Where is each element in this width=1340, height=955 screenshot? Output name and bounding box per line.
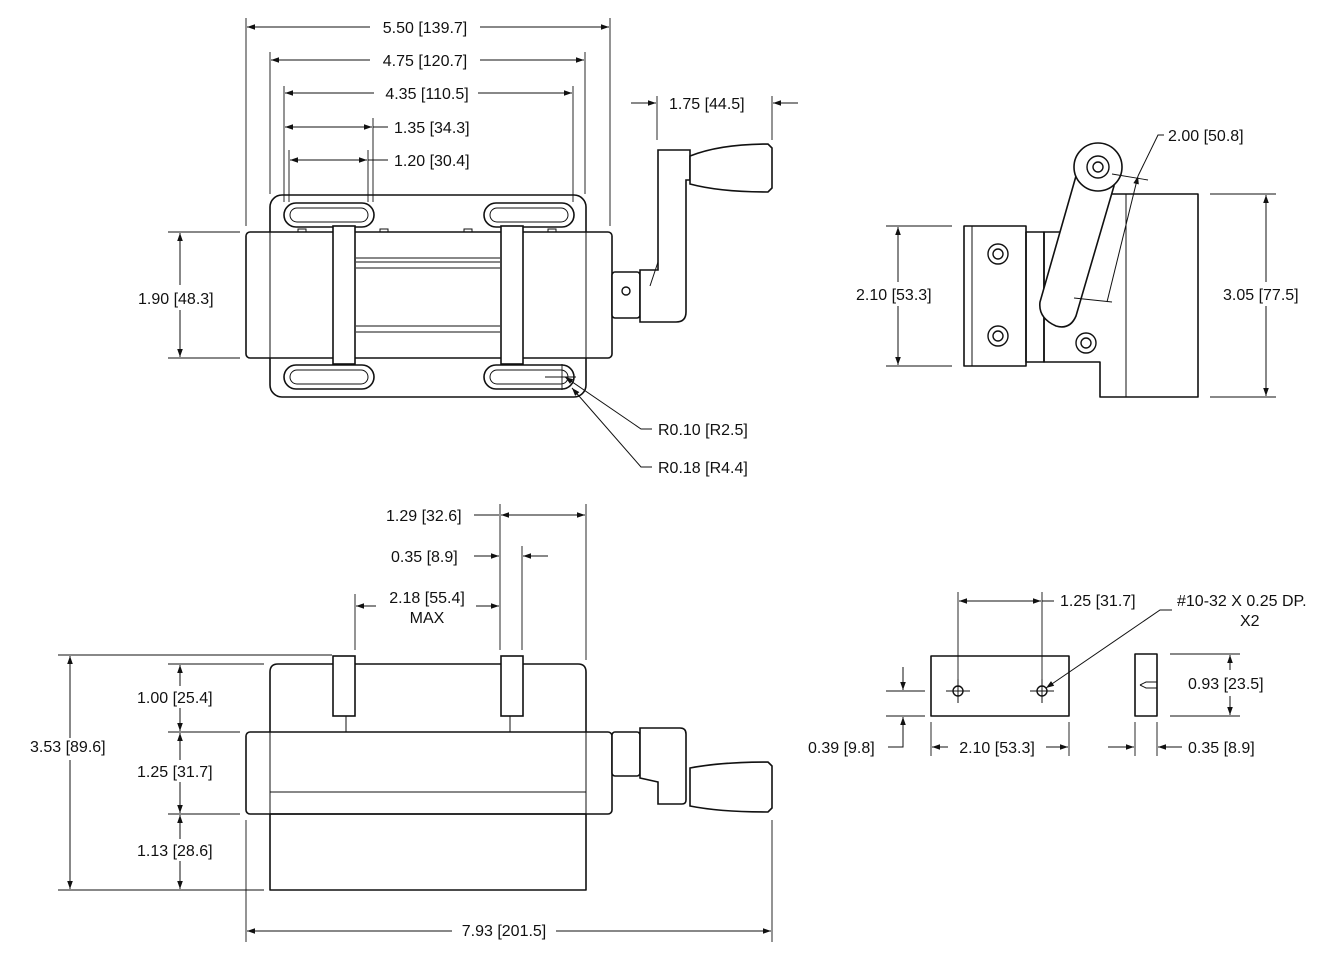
label-front-1-13: 1.13 [28.6] <box>137 843 213 860</box>
slot-top-left <box>283 202 375 228</box>
label-5-50: 5.50 [139.7] <box>383 20 468 37</box>
label-front-3-53: 3.53 [89.6] <box>30 739 106 756</box>
jaw-dim-0-39-b <box>888 717 906 748</box>
side-handle-boss-inner <box>1092 161 1104 173</box>
leader-r018 <box>571 387 652 468</box>
label-front-0-35: 0.35 [8.9] <box>391 549 458 566</box>
side-ext-radius <box>1111 173 1149 181</box>
label-4-35: 4.35 [110.5] <box>385 86 468 103</box>
top-body-inner <box>269 231 587 359</box>
label-front-max: MAX <box>410 610 445 627</box>
top-jaw-right <box>500 225 524 365</box>
side-ext-radius-2 <box>1073 297 1113 303</box>
top-handle-arm <box>639 149 691 323</box>
top-view: 5.50 [139.7] 4.75 [120.7] 4.35 [110.5] 1… <box>138 18 798 477</box>
slot-top-right <box>483 202 575 228</box>
label-jaw-x2: X2 <box>1240 613 1260 630</box>
screw-2 <box>379 228 389 233</box>
label-jaw-0-35: 0.35 [8.9] <box>1188 740 1255 757</box>
slot-top-right-inner <box>489 207 569 223</box>
label-front-1-29: 1.29 [32.6] <box>386 508 462 525</box>
side-screw-bottom-inner <box>992 330 1004 342</box>
label-jaw-2-10: 2.10 [53.3] <box>959 740 1035 757</box>
side-leader-radius <box>1137 134 1164 177</box>
screw-3 <box>463 228 473 233</box>
jaw-detail-tap <box>1139 681 1157 689</box>
side-view: 2.00 [50.8] 2.10 [53.3] 3.05 [77.5] <box>856 128 1299 398</box>
front-handle-arm <box>639 727 687 805</box>
side-dim-radius <box>1106 175 1139 303</box>
slot-bottom-left <box>283 364 375 390</box>
front-upper-plate <box>269 663 587 732</box>
slot-top-left-inner <box>289 207 369 223</box>
top-handle-detail <box>649 261 659 287</box>
jaw-detail-view: 1.25 [31.7] #10-32 X 0.25 DP. X2 0.93 [2… <box>808 592 1307 757</box>
label-front-1-00: 1.00 [25.4] <box>137 690 213 707</box>
front-handle-grip <box>689 761 773 813</box>
label-4-75: 4.75 [120.7] <box>383 53 468 70</box>
screw-4 <box>547 228 557 233</box>
label-side-2-10: 2.10 [53.3] <box>856 287 932 304</box>
top-body <box>245 231 613 359</box>
label-1-75: 1.75 [44.5] <box>669 96 745 113</box>
label-side-3-05: 3.05 [77.5] <box>1223 287 1299 304</box>
front-jaw-right <box>500 655 524 717</box>
label-jaw-0-39: 0.39 [9.8] <box>808 740 875 757</box>
label-side-2-00: 2.00 [50.8] <box>1168 128 1244 145</box>
label-front-1-25: 1.25 [31.7] <box>137 764 213 781</box>
front-body <box>245 731 613 815</box>
jaw-detail-side <box>1134 653 1158 717</box>
label-r010: R0.10 [R2.5] <box>658 422 748 439</box>
label-1-35: 1.35 [34.3] <box>394 120 470 137</box>
slot-bottom-left-inner <box>289 369 369 385</box>
side-screw-body-inner <box>1080 337 1092 349</box>
side-screw-top-inner <box>992 248 1004 260</box>
front-view: 1.29 [32.6] 0.35 [8.9] 2.18 [55.4] MAX 3… <box>30 504 773 942</box>
front-base <box>269 813 587 891</box>
label-r018: R0.18 [R4.4] <box>658 460 748 477</box>
leader-r010 <box>564 376 652 430</box>
label-front-2-18: 2.18 [55.4] <box>389 590 465 607</box>
top-jaw-left <box>332 225 356 365</box>
label-1-90: 1.90 [48.3] <box>138 291 214 308</box>
top-handle-grip <box>689 143 773 193</box>
front-jaw-left <box>332 655 356 717</box>
label-jaw-1-25: 1.25 [31.7] <box>1060 593 1136 610</box>
jaw-leader-thread <box>1045 609 1172 689</box>
label-jaw-0-93: 0.93 [23.5] <box>1188 676 1264 693</box>
front-handle-hub <box>611 731 641 777</box>
side-handle-lever <box>1039 175 1115 328</box>
label-jaw-thread: #10-32 X 0.25 DP. <box>1177 593 1307 610</box>
label-1-20: 1.20 [30.4] <box>394 153 470 170</box>
label-front-7-93: 7.93 [201.5] <box>462 923 547 940</box>
jaw-detail-front <box>930 655 1070 717</box>
top-handle-pin <box>621 286 631 296</box>
screw-1 <box>297 228 307 233</box>
